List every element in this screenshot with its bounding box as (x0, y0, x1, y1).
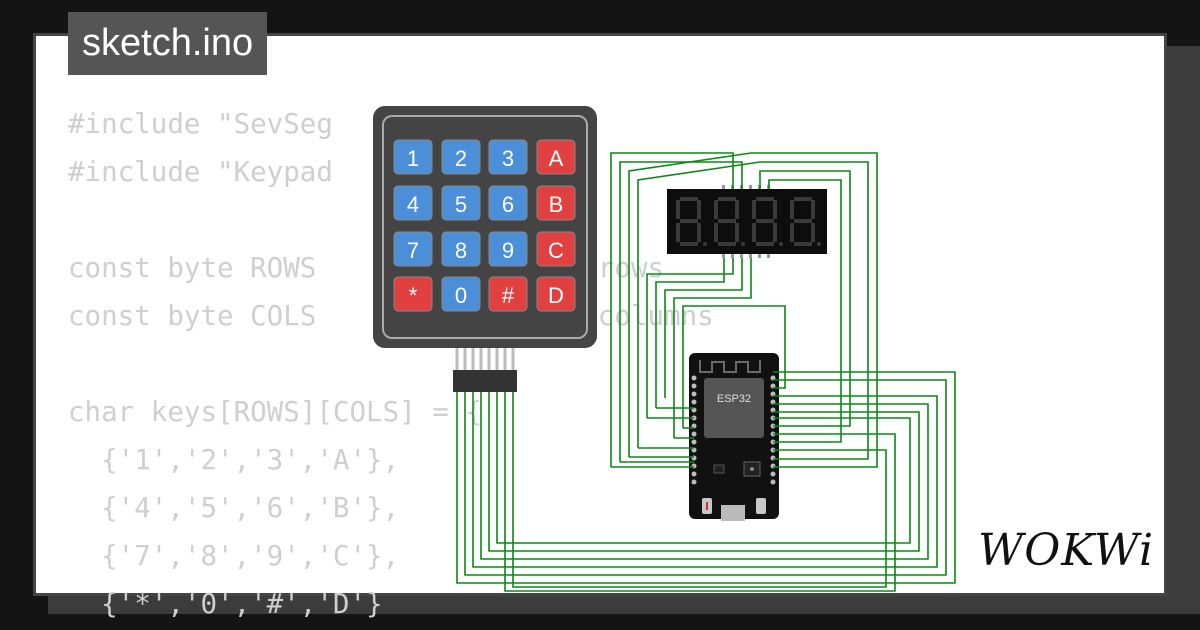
esp32-chip-label: ESP32 (717, 393, 751, 405)
seven-segment-digit (714, 197, 745, 246)
code-line: {'7','8','9','C'}, (68, 540, 400, 572)
wire (472, 392, 938, 568)
keypad-key[interactable] (488, 139, 528, 175)
wire (646, 258, 734, 418)
esp32-board[interactable]: ESP32 (689, 353, 779, 521)
keypad-key-label: 9 (502, 238, 514, 263)
wire (664, 258, 743, 398)
code-line: #include "SevSeg (68, 108, 333, 140)
keypad-key[interactable] (488, 231, 528, 267)
keypad-key[interactable] (441, 185, 481, 221)
wokwi-logo: WOKWi (978, 525, 1155, 576)
keypad-key-label: 0 (455, 283, 467, 308)
keypad-key[interactable] (441, 231, 481, 267)
keypad-key[interactable] (488, 276, 528, 312)
keypad-key[interactable] (536, 139, 576, 175)
wire (682, 305, 786, 428)
esp32-component (713, 464, 725, 474)
keypad-key[interactable] (393, 276, 433, 312)
keypad-key-label: 6 (502, 192, 514, 217)
keypad-header (453, 370, 517, 392)
keypad-key-label: 8 (455, 238, 467, 263)
keypad-key[interactable] (393, 139, 433, 175)
wire (480, 392, 929, 560)
keypad-key[interactable] (393, 185, 433, 221)
code-line: {'4','5','6','B'}, (68, 492, 400, 524)
preview-card (33, 33, 1167, 596)
led-indicator (706, 502, 708, 510)
keypad-key[interactable] (393, 231, 433, 267)
keypad-key-label: 7 (407, 238, 419, 263)
seven-segment-digit (752, 197, 783, 246)
usb-port (721, 505, 745, 521)
esp32-chip (704, 378, 764, 438)
wire (619, 161, 743, 462)
wire (464, 379, 947, 576)
keypad-key[interactable] (488, 185, 528, 221)
wires (456, 152, 956, 592)
wire (456, 371, 956, 584)
keypad-key-label: 2 (455, 146, 467, 171)
code-line: char keys[ROWS][COLS] = { (68, 396, 482, 428)
code-line: #include "Keypad (68, 156, 333, 188)
wire (496, 392, 911, 544)
code-editor: #include "SevSeg #include "Keypad const … (68, 100, 714, 628)
code-line: {'1','2','3','A'}, (68, 444, 400, 476)
antenna-trace (699, 360, 761, 373)
keypad-key-label: B (549, 192, 564, 217)
code-line: const byte ROWS rows (68, 252, 665, 284)
keypad-bezel (382, 115, 588, 339)
wire (610, 152, 734, 467)
wire (504, 392, 896, 592)
seven-segment-display[interactable] (667, 185, 827, 258)
keypad-key[interactable] (536, 185, 576, 221)
wire (759, 170, 851, 427)
keypad-key[interactable] (441, 276, 481, 312)
keypad-key[interactable] (536, 231, 576, 267)
code-line: {'*','0','#','D'} (68, 588, 383, 620)
wire (637, 161, 869, 460)
keypad-key-label: D (548, 283, 564, 308)
wire (628, 152, 878, 468)
keypad-key-label: 4 (407, 192, 419, 217)
keypad-key-label: 1 (407, 146, 419, 171)
keypad-key-label: 5 (455, 192, 467, 217)
wire (768, 179, 842, 443)
wire (512, 392, 887, 588)
enable-button[interactable] (756, 498, 766, 514)
keypad-key[interactable] (441, 139, 481, 175)
keypad-key-label: A (549, 146, 564, 171)
keypad-key-label: C (548, 238, 564, 263)
wire (673, 258, 752, 438)
keypad-connector (453, 348, 517, 392)
wire (488, 392, 920, 552)
file-tab[interactable]: sketch.ino (68, 12, 268, 75)
keypad-key[interactable] (536, 276, 576, 312)
wire (655, 258, 725, 408)
keypad-component[interactable]: 1 2 3 A 4 5 6 B 7 8 9 C * 0 # D (373, 106, 597, 392)
keypad-key-label: * (409, 283, 418, 308)
keypad-key-label: 3 (502, 146, 514, 171)
esp32-ic-dot (750, 467, 754, 471)
seven-segment-digit (676, 197, 707, 246)
keypad-key-label: # (502, 283, 515, 308)
seven-segment-digit (790, 197, 821, 246)
